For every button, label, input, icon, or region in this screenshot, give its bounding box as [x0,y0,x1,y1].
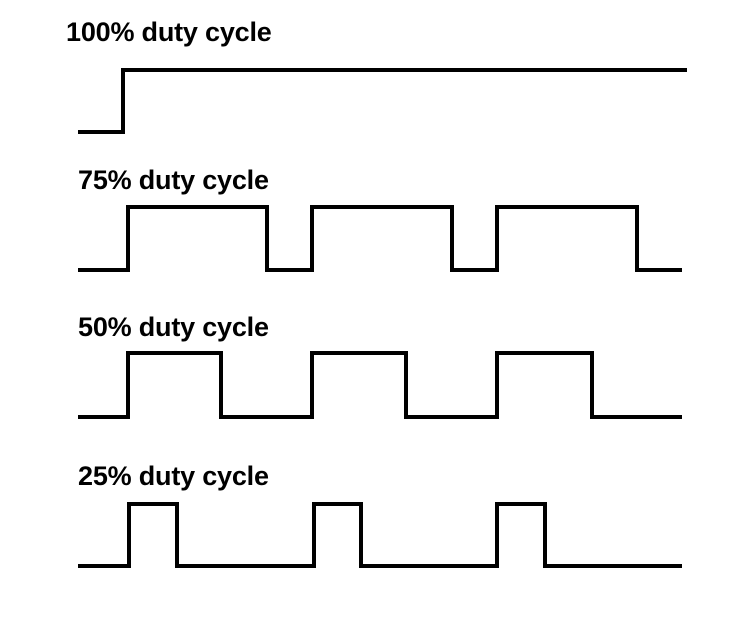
waveform-svg-25 [78,502,682,568]
waveform-label-50: 50% duty cycle [78,312,269,342]
waveform-svg-50 [78,351,682,419]
waveform-svg-100 [78,68,687,134]
waveform-path-75 [78,205,682,272]
waveform-row-75: 75% duty cycle [0,155,739,295]
waveform-svg-75 [78,205,682,272]
waveform-path-100 [78,68,687,134]
waveform-row-50: 50% duty cycle [0,295,739,445]
waveform-label-25: 25% duty cycle [78,461,269,491]
waveform-row-25: 25% duty cycle [0,445,739,621]
waveform-label-100: 100% duty cycle [66,17,272,47]
waveform-label-75: 75% duty cycle [78,165,269,195]
waveform-path-25 [78,502,682,568]
waveform-row-100: 100% duty cycle [0,0,739,155]
waveform-path-50 [78,351,682,419]
